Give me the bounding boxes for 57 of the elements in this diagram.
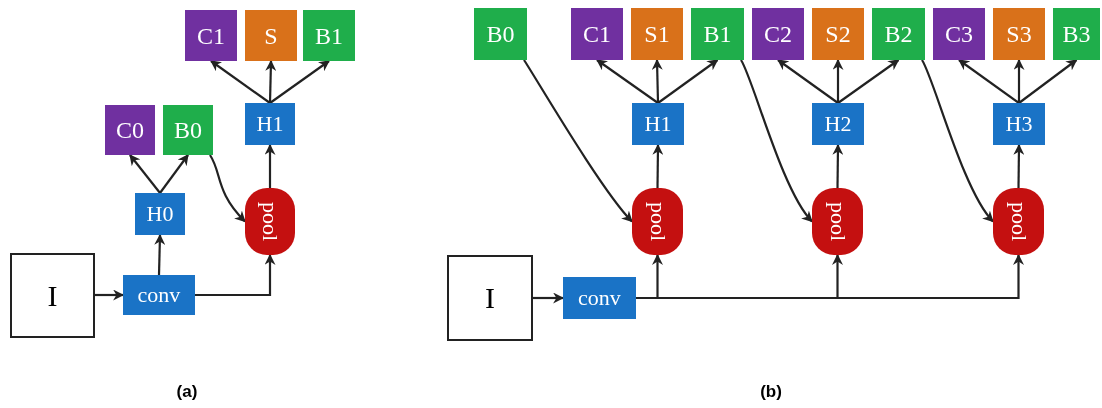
layer-box: conv [123, 275, 195, 315]
arrow [921, 59, 994, 223]
arrow [636, 253, 1024, 300]
arrow [1013, 143, 1025, 188]
bbox-box: B1 [691, 8, 744, 60]
class-box: C1 [571, 8, 623, 60]
layer-box: H3 [993, 103, 1045, 145]
class-box: C0 [105, 105, 155, 155]
bbox-box: B0 [163, 105, 213, 155]
arrow [159, 154, 189, 194]
arrow [533, 292, 565, 304]
arrow [596, 59, 659, 104]
layer-box: H0 [135, 193, 185, 235]
layer-box: H1 [245, 103, 295, 145]
layer-box: H1 [632, 103, 684, 145]
panel-label: (a) [176, 381, 198, 404]
arrow [209, 154, 246, 223]
class-box: C2 [752, 8, 804, 60]
score-box: S3 [993, 8, 1045, 60]
arrow [832, 58, 844, 103]
bbox-box: B1 [303, 10, 355, 61]
layer-box: H2 [812, 103, 864, 145]
pool-pill: pool [993, 188, 1044, 255]
bbox-box: B0 [474, 8, 527, 60]
arrow [777, 59, 839, 104]
class-box: C1 [185, 10, 237, 61]
arrow [195, 253, 276, 297]
arrow [652, 143, 664, 188]
arrow [523, 59, 633, 223]
pool-pill: pool [245, 188, 295, 255]
pool-pill: pool [812, 188, 863, 255]
arrow [740, 59, 813, 223]
bbox-box: B2 [872, 8, 925, 60]
input-box: I [447, 255, 533, 341]
arrow [265, 59, 277, 104]
arrow [832, 143, 844, 188]
arrow [651, 58, 663, 104]
score-box: S1 [631, 8, 683, 60]
arrow [210, 60, 271, 104]
arrow [129, 154, 161, 194]
arrow [264, 143, 276, 188]
input-box: I [10, 253, 95, 338]
arrow [837, 59, 900, 104]
arrow [1018, 59, 1078, 104]
arrow [657, 59, 719, 104]
class-box: C3 [933, 8, 985, 60]
score-box: S [245, 10, 297, 61]
score-box: S2 [812, 8, 864, 60]
arrow [154, 233, 166, 276]
pool-pill: pool [632, 188, 683, 255]
arrow [958, 59, 1020, 104]
panel-label: (b) [760, 381, 782, 404]
bbox-box: B3 [1053, 8, 1100, 60]
layer-box: conv [563, 277, 636, 319]
arrow [1013, 58, 1025, 103]
arrow [269, 60, 330, 104]
arrow [95, 289, 125, 301]
